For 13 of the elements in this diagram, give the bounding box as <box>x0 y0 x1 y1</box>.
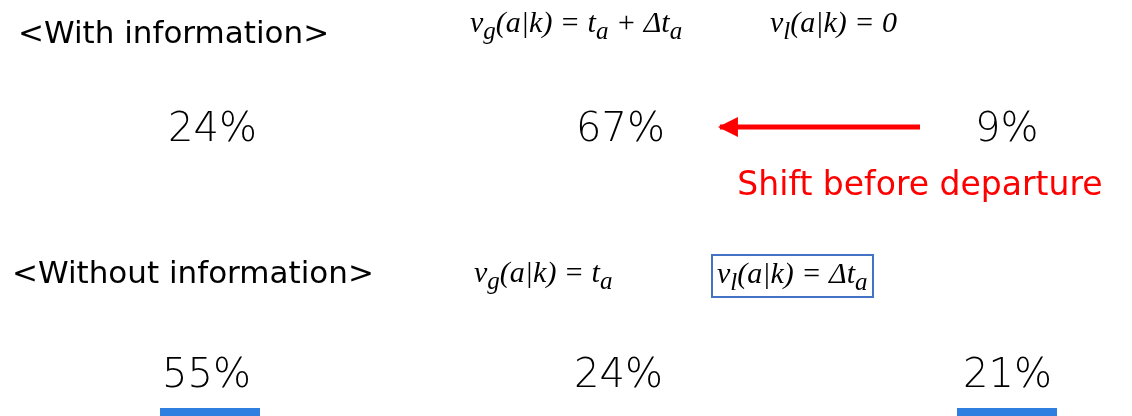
percentage-text: 55% <box>162 350 251 396</box>
formula-text: v$_{g}$(a|k) = t$_{a}$ + Δt$_{a}$ <box>470 5 683 45</box>
section-heading: <With information> <box>18 14 330 50</box>
formula-text: v$_{l}$(a|k) = 0 <box>770 5 898 45</box>
percentage-text: 9% <box>975 104 1039 150</box>
percentage-text: 24% <box>168 104 257 150</box>
section-heading: <Without information> <box>12 254 374 290</box>
percentage-text: 24% <box>574 350 663 396</box>
percentage-text: 21% <box>963 350 1052 396</box>
boxed-formula: v$_{l}$(a|k) = Δt$_{a}$ <box>711 254 874 298</box>
formula-text: v$_{g}$(a|k) = t$_{a}$ <box>474 255 613 295</box>
percentage-text: 67% <box>576 104 665 150</box>
arrow <box>717 117 920 137</box>
